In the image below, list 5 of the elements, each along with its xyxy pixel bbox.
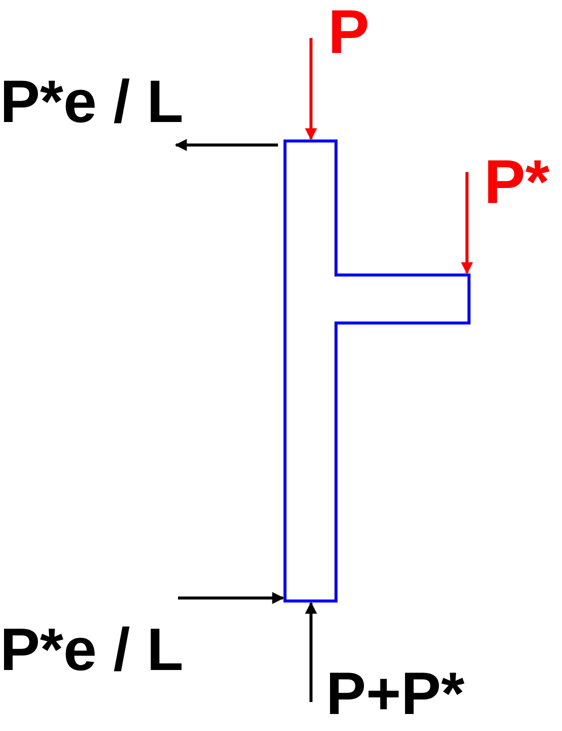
force-label: P*e / L [0,620,184,680]
force-label: P [328,2,370,64]
force-label: P+P* [326,664,464,724]
force-label: P*e / L [0,72,184,132]
force-label: P* [484,152,550,214]
